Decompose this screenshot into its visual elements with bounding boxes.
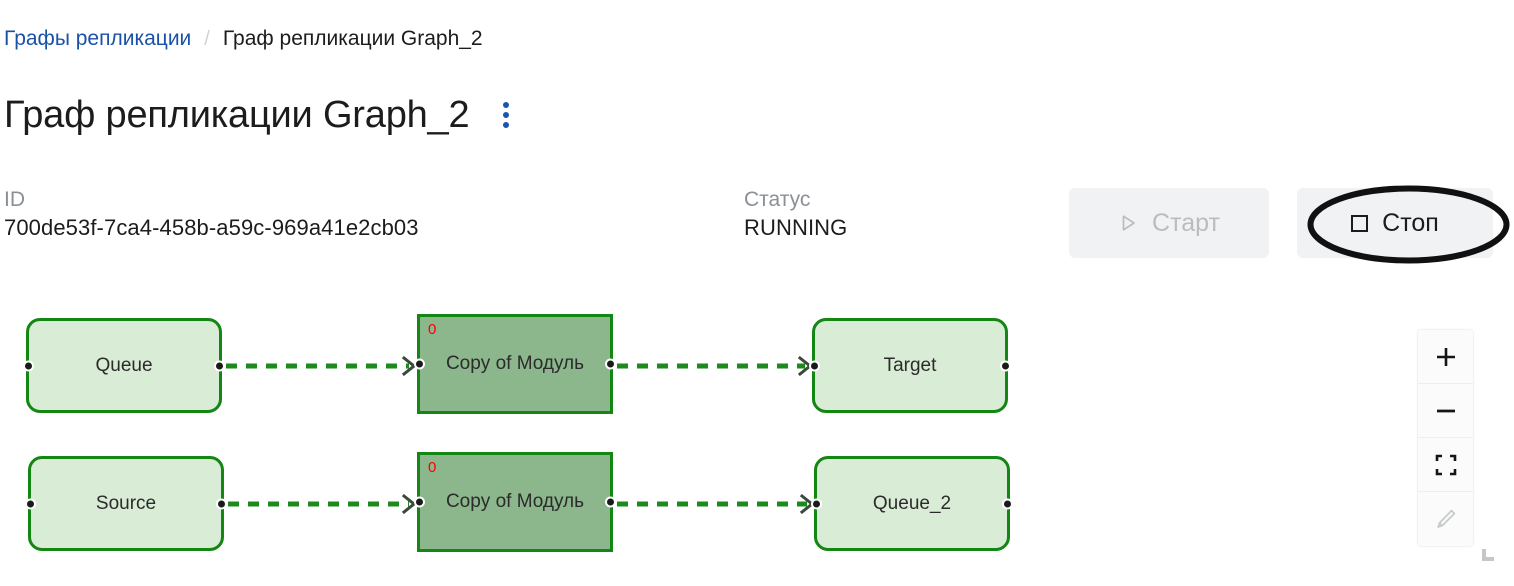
fit-view-icon: [1435, 454, 1456, 475]
kebab-dot: [503, 122, 510, 128]
stop-button-label: Стоп: [1382, 208, 1439, 237]
start-button[interactable]: Старт: [1069, 188, 1269, 258]
start-button-label: Старт: [1152, 208, 1220, 237]
node-handle-right[interactable]: [605, 496, 616, 508]
graph-node-target[interactable]: Target: [809, 318, 1011, 413]
node-handle-left[interactable]: [23, 360, 34, 371]
graph-node-label: Copy of Модуль: [445, 353, 585, 374]
graph-node-module-1[interactable]: 0 Copy of Модуль: [414, 314, 616, 414]
graph-canvas[interactable]: Queue 0 Copy of Модуль Target Source 0 C…: [0, 296, 1514, 586]
node-handle-right[interactable]: [216, 498, 227, 509]
canvas-resize-handle[interactable]: [1481, 546, 1497, 562]
plus-icon: [1436, 347, 1455, 366]
breadcrumb-separator: /: [204, 28, 210, 50]
meta-info: ID 700de53f-7ca4-458b-a59c-969a41e2cb03 …: [4, 186, 847, 243]
graph-node-label: Source: [95, 492, 157, 514]
stop-square-icon: [1351, 214, 1369, 232]
breadcrumb-current: Граф репликации Graph_2: [222, 27, 483, 50]
node-handle-left[interactable]: [25, 498, 36, 509]
node-counter-badge: 0: [428, 321, 437, 338]
status-label: Статус: [744, 188, 811, 211]
node-handle-left[interactable]: [414, 358, 425, 370]
pencil-icon: [1436, 509, 1455, 528]
fit-view-button[interactable]: [1418, 438, 1473, 492]
breadcrumb-link-graphs[interactable]: Графы репликации: [4, 27, 192, 50]
graph-node-label: Target: [883, 354, 937, 376]
meta-block-status: Статус RUNNING: [744, 186, 847, 243]
stop-button[interactable]: Стоп: [1297, 188, 1493, 258]
graph-node-label: Queue_2: [872, 492, 952, 514]
node-handle-left[interactable]: [811, 498, 822, 509]
arrowhead-module2: [401, 493, 417, 515]
minus-icon: [1436, 409, 1455, 412]
graph-edges: [226, 355, 815, 515]
id-value: 700de53f-7ca4-458b-a59c-969a41e2cb03: [4, 215, 419, 240]
node-handle-left[interactable]: [414, 496, 425, 508]
kebab-dot: [503, 112, 510, 118]
breadcrumb: Графы репликации / Граф репликации Graph…: [4, 26, 483, 52]
graph-node-queue[interactable]: Queue: [23, 318, 225, 413]
kebab-menu-icon[interactable]: [495, 98, 517, 132]
graph-node-label: Copy of Модуль: [445, 491, 585, 512]
title-row: Граф репликации Graph_2: [4, 92, 517, 138]
node-handle-right[interactable]: [214, 360, 225, 371]
page-title: Граф репликации Graph_2: [4, 94, 470, 136]
kebab-dot: [503, 102, 510, 108]
id-label: ID: [4, 188, 25, 211]
play-icon: [1118, 213, 1138, 233]
graph-node-label: Queue: [95, 354, 153, 376]
status-value: RUNNING: [744, 215, 848, 240]
arrowhead-module1: [401, 355, 417, 377]
graph-node-source[interactable]: Source: [25, 456, 227, 551]
node-handle-right[interactable]: [1000, 360, 1011, 371]
node-handle-right[interactable]: [605, 358, 616, 370]
graph-node-module-2[interactable]: 0 Copy of Модуль: [414, 452, 616, 552]
action-buttons: Старт Стоп: [1069, 188, 1493, 258]
flow-controls: [1418, 330, 1473, 546]
node-handle-right[interactable]: [1002, 498, 1013, 509]
lock-edit-button[interactable]: [1418, 492, 1473, 546]
node-handle-left[interactable]: [809, 360, 820, 371]
zoom-in-button[interactable]: [1418, 330, 1473, 384]
node-counter-badge: 0: [428, 459, 437, 476]
zoom-out-button[interactable]: [1418, 384, 1473, 438]
graph-node-queue-2[interactable]: Queue_2: [811, 456, 1013, 551]
meta-block-id: ID 700de53f-7ca4-458b-a59c-969a41e2cb03: [4, 186, 744, 243]
